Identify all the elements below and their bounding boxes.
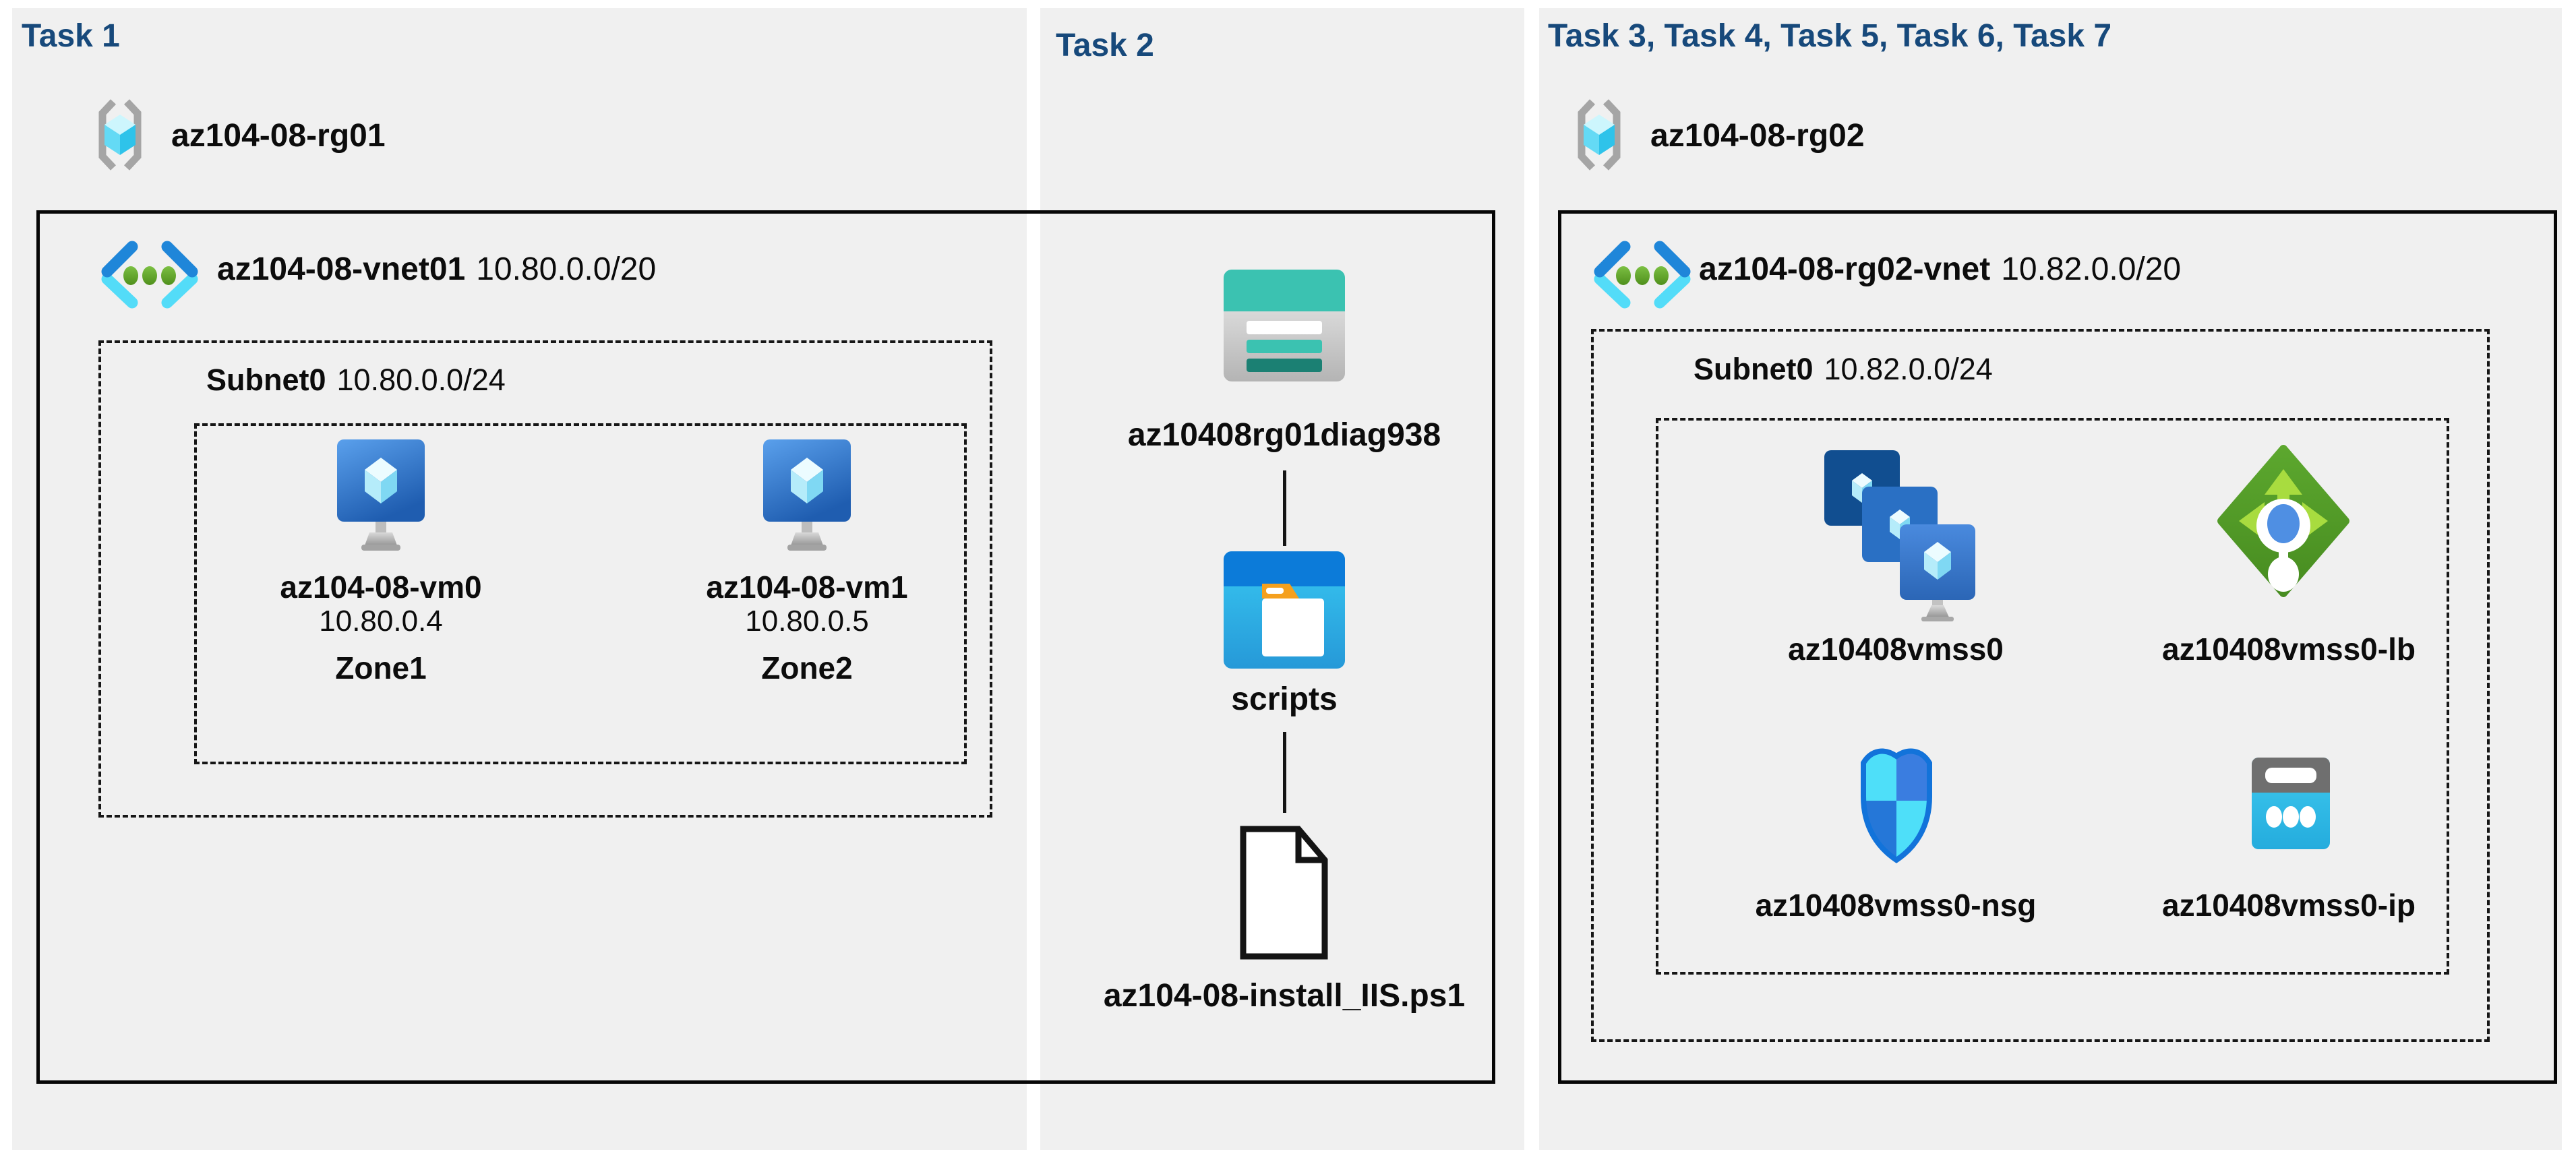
load-balancer-name: az10408vmss0-lb	[2162, 632, 2416, 667]
connector-line	[1283, 470, 1286, 546]
vnet-cidr: 10.82.0.0/20	[2001, 251, 2182, 287]
virtual-network-icon	[101, 241, 198, 309]
script-file-icon	[1240, 826, 1328, 960]
vmss-resources-box	[1656, 418, 2449, 975]
subnet-cidr: 10.82.0.0/24	[1824, 352, 1993, 386]
public-ip-icon	[2252, 758, 2330, 849]
vnet-name: az104-08-vnet01	[217, 251, 466, 287]
virtual-network-icon	[1594, 241, 1691, 309]
vnet-box	[36, 210, 1495, 1084]
subnet-label: Subnet0 10.80.0.0/24	[206, 363, 506, 398]
resource-group-icon	[98, 99, 142, 171]
title-task3-7: Task 3, Task 4, Task 5, Task 6, Task 7	[1548, 18, 2112, 54]
vm-zone: Zone1	[335, 650, 427, 685]
virtual-machine-icon	[763, 439, 851, 551]
title-task1: Task 1	[22, 18, 120, 54]
vnet-name: az104-08-rg02-vnet	[1699, 251, 1991, 287]
panel-task3-7	[1539, 8, 2562, 1150]
connector-line	[1283, 732, 1286, 813]
blob-container-icon	[1224, 551, 1345, 669]
resource-group-name: az104-08-rg01	[171, 118, 386, 154]
vnet-box	[1558, 210, 2557, 1084]
resource-group-icon	[1578, 99, 1621, 171]
subnet-label: Subnet0 10.82.0.0/24	[1694, 352, 1993, 387]
vm-name: az104-08-vm1	[706, 570, 908, 605]
availability-zones-box	[194, 423, 967, 764]
load-balancer-icon	[2217, 445, 2349, 597]
vnet-cidr: 10.80.0.0/20	[476, 251, 657, 287]
vmss-icon	[1824, 450, 1975, 621]
storage-account-name: az10408rg01diag938	[1127, 417, 1441, 453]
script-file-name: az104-08-install_IIS.ps1	[1103, 978, 1466, 1014]
subnet-box	[98, 340, 992, 818]
vm-ip: 10.80.0.5	[745, 605, 869, 638]
vm-name: az104-08-vm0	[280, 570, 482, 605]
storage-account-icon	[1224, 270, 1345, 381]
panel-task1	[12, 8, 1027, 1150]
resource-group-name: az104-08-rg02	[1650, 118, 1865, 154]
vmss-name: az10408vmss0	[1788, 632, 2004, 667]
vm-zone: Zone2	[761, 650, 853, 685]
container-name: scripts	[1231, 681, 1338, 717]
vnet-label: az104-08-vnet01 10.80.0.0/20	[217, 251, 656, 288]
virtual-machine-icon	[337, 439, 425, 551]
title-task2: Task 2	[1056, 28, 1154, 63]
public-ip-name: az10408vmss0-ip	[2162, 888, 2416, 923]
subnet-name: Subnet0	[1694, 352, 1814, 386]
subnet-name: Subnet0	[206, 363, 326, 397]
nsg-icon	[1861, 748, 1932, 863]
nsg-name: az10408vmss0-nsg	[1755, 888, 2037, 923]
subnet-cidr: 10.80.0.0/24	[336, 363, 506, 397]
subnet-box	[1591, 329, 2490, 1042]
vnet-label: az104-08-rg02-vnet 10.82.0.0/20	[1699, 251, 2181, 288]
vm-ip: 10.80.0.4	[319, 605, 443, 638]
